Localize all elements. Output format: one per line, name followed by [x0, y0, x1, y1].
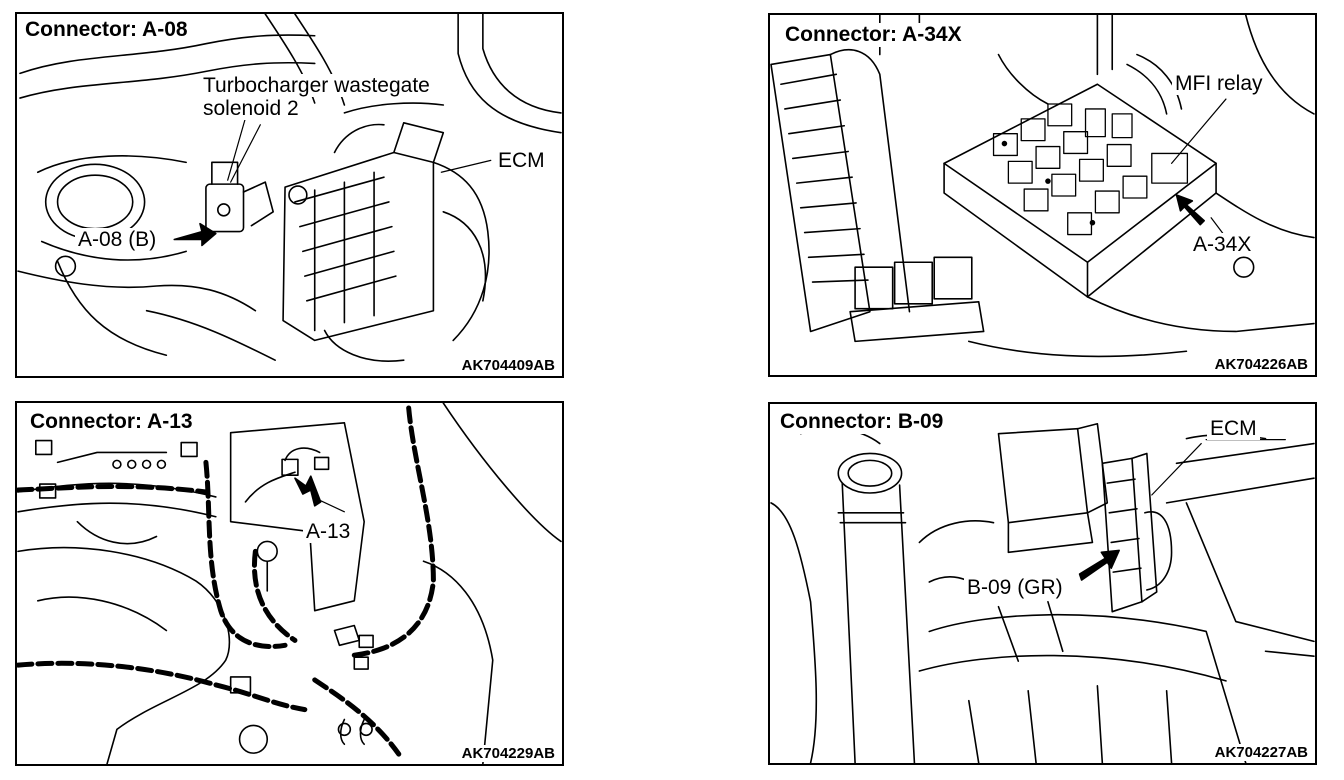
figure-code: AK704229AB [458, 745, 558, 762]
turbocharger-wastegate-solenoid-label-line2: solenoid 2 [200, 97, 302, 120]
connector-label: A-13 [303, 520, 354, 543]
harness-illustration [17, 403, 562, 764]
ecm-label: ECM [495, 149, 548, 172]
figure-code: AK704227AB [1211, 744, 1311, 761]
diagram-panel-connector-a13: Connector: A-13 A-13 AK704229AB [15, 401, 564, 766]
engine-bay-illustration [17, 14, 562, 376]
connector-label: A-34X [1190, 233, 1255, 256]
mfi-relay-label: MFI relay [1172, 72, 1266, 95]
connector-label: B-09 (GR) [964, 576, 1066, 599]
connector-title: Connector: A-08 [22, 18, 191, 42]
ecm-location-illustration [770, 404, 1315, 763]
connector-title: Connector: A-34X [782, 23, 965, 47]
diagram-panel-connector-b09: Connector: B-09 ECM B-09 (GR) AK704227AB [768, 402, 1317, 765]
connector-title: Connector: B-09 [777, 410, 947, 434]
figure-code: AK704409AB [458, 357, 558, 374]
connector-title: Connector: A-13 [27, 410, 196, 434]
connector-label: A-08 (B) [75, 228, 160, 251]
relay-box-illustration [770, 15, 1315, 375]
diagram-panel-connector-a34x: Connector: A-34X MFI relay A-34X AK70422… [768, 13, 1317, 377]
turbocharger-wastegate-solenoid-label-line1: Turbocharger wastegate [200, 74, 433, 97]
diagram-panel-connector-a08: Connector: A-08 Turbocharger wastegate s… [15, 12, 564, 378]
figure-code: AK704226AB [1211, 356, 1311, 373]
ecm-label: ECM [1207, 417, 1260, 440]
